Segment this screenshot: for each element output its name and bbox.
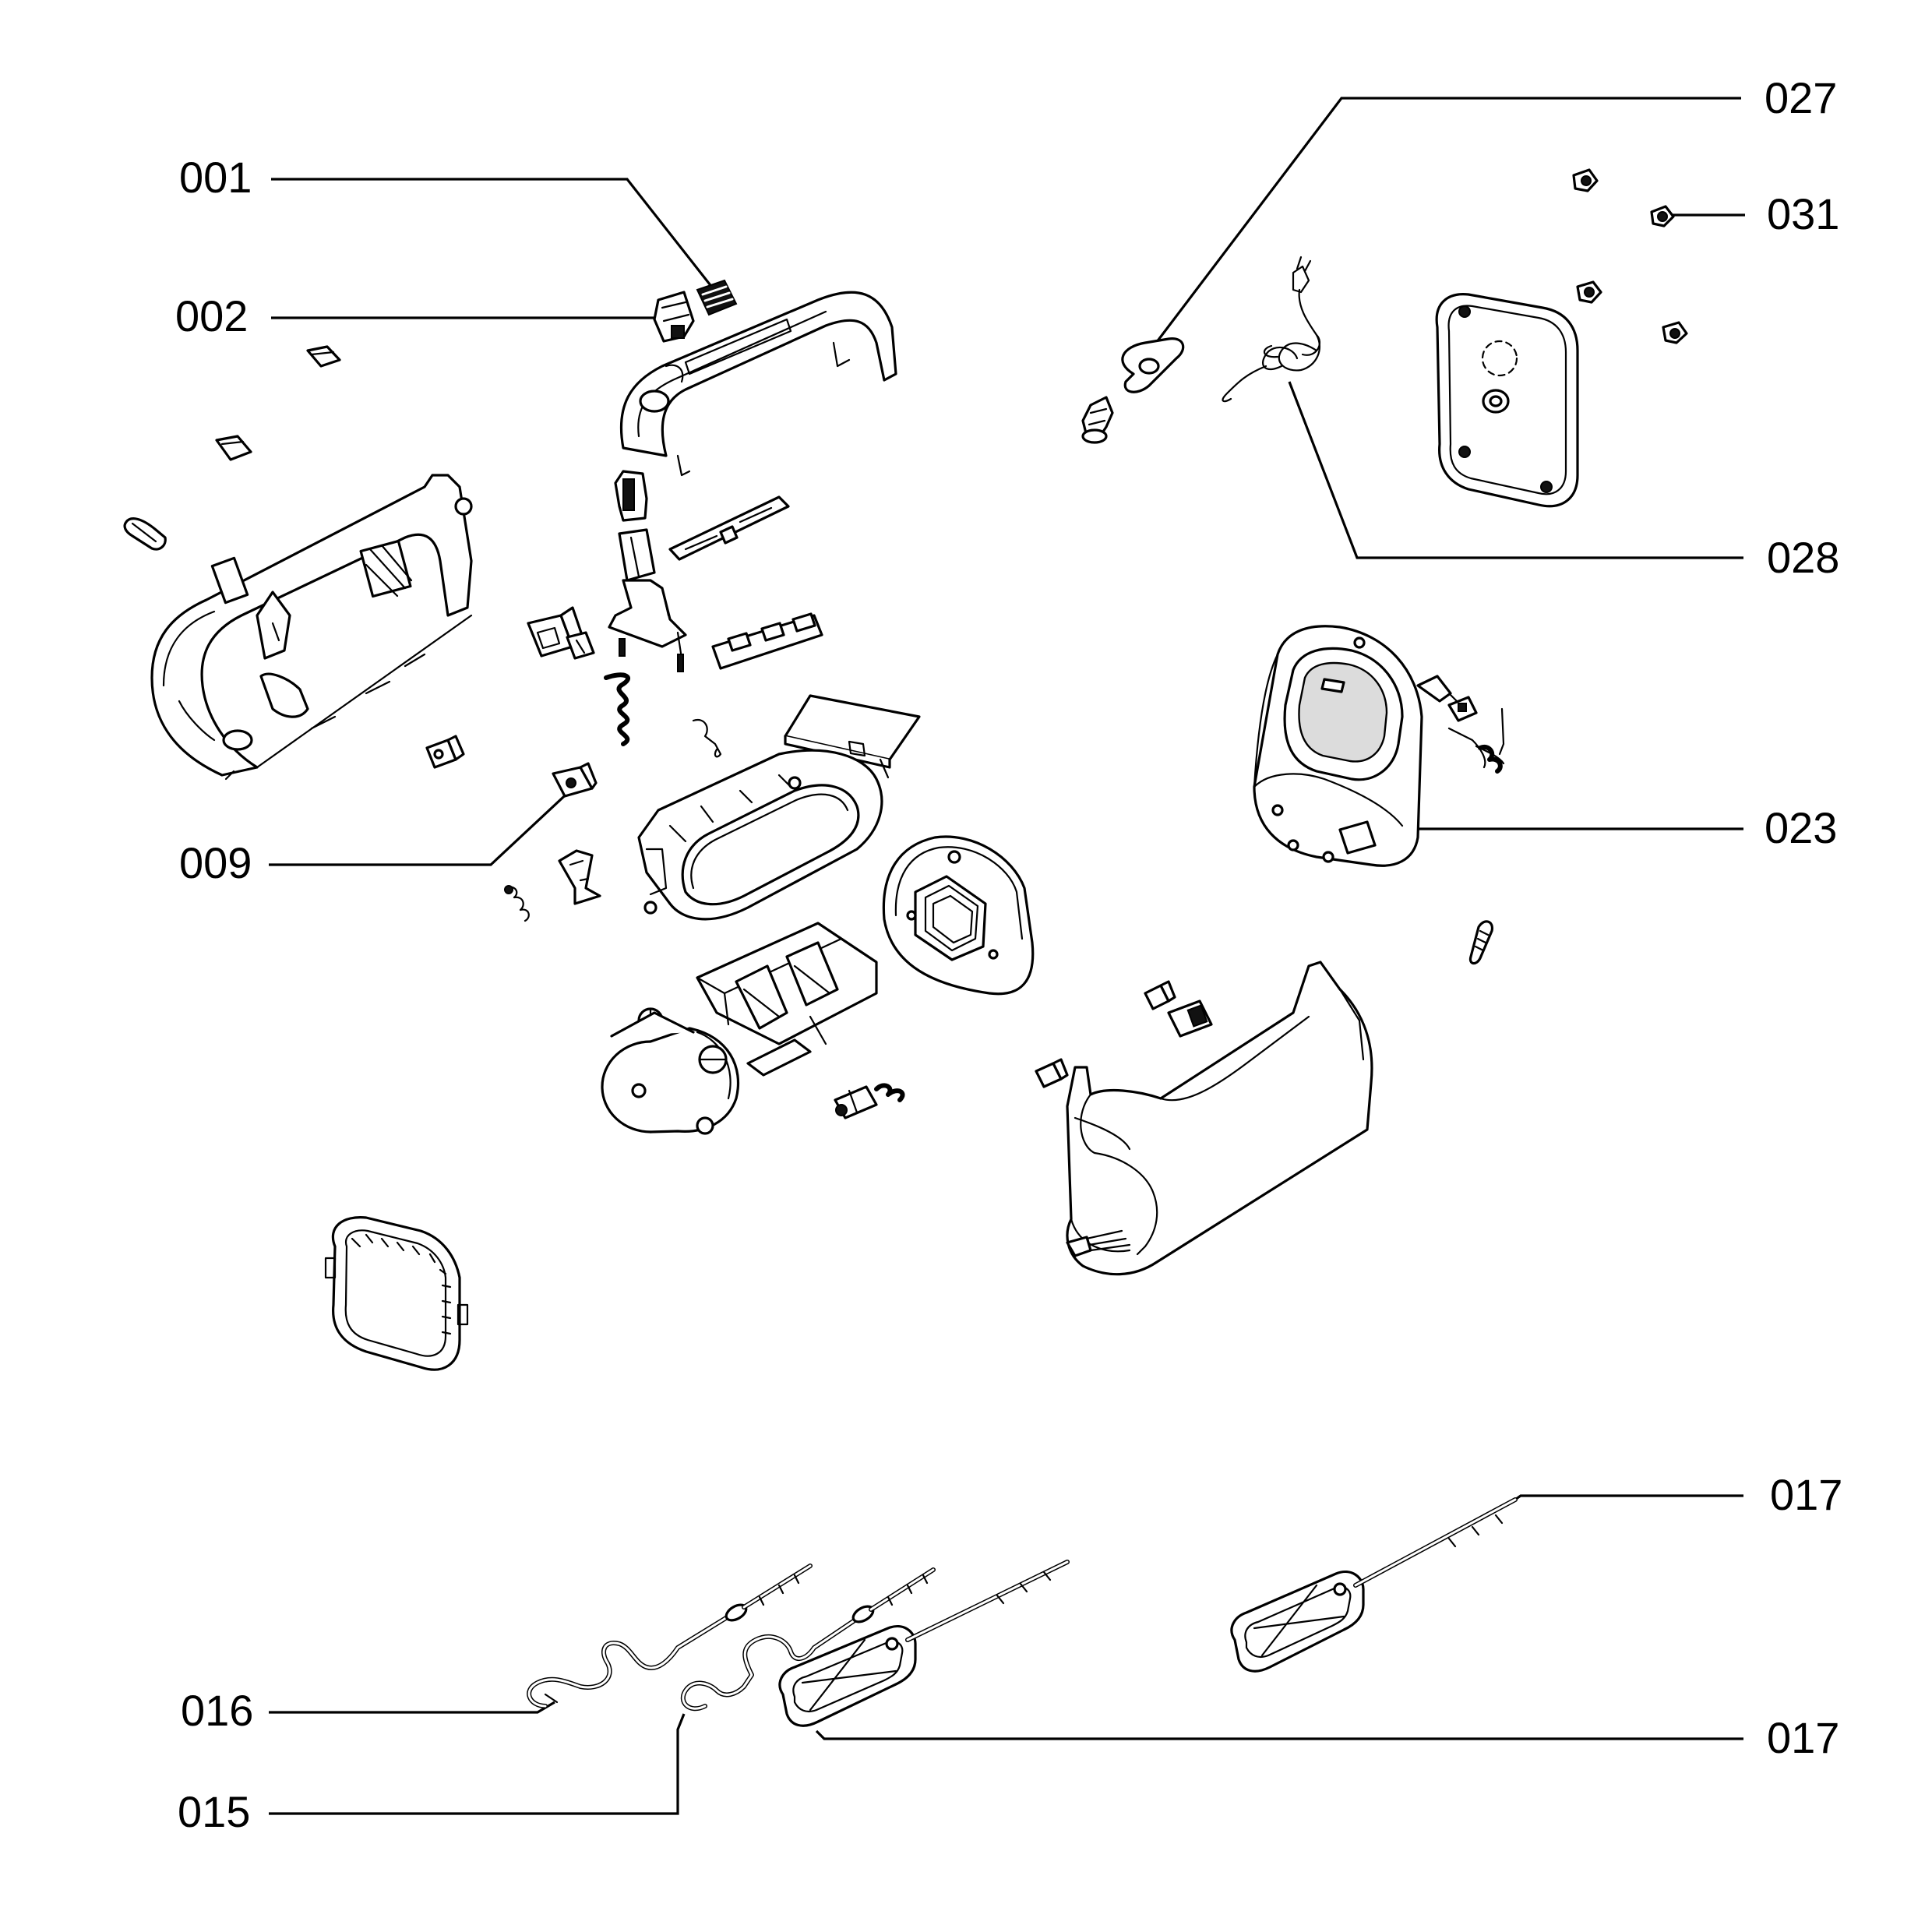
part-left-housing [150, 474, 473, 781]
part-switch-button [653, 291, 695, 343]
callout-009: 009 [179, 838, 252, 887]
part-clip-2 [215, 435, 252, 461]
part-switch-knob [696, 279, 738, 316]
leader-001 [271, 178, 714, 289]
part-028-power-cord [1222, 256, 1321, 403]
callout-027: 027 [1765, 73, 1837, 122]
callout-002: 002 [175, 291, 248, 340]
callout-023: 023 [1765, 803, 1837, 852]
leader-lines [269, 97, 1745, 1815]
leader-009 [269, 787, 574, 866]
part-027-strain-relief [1081, 337, 1185, 444]
part-031-screw-2 [1650, 205, 1675, 227]
callout-labels: 001 002 009 016 015 027 031 028 023 017 … [175, 73, 1842, 1836]
part-017-beater-right [1230, 1497, 1518, 1673]
part-023-rear-cap [1253, 625, 1505, 867]
part-connector-bar [668, 495, 790, 561]
part-rear-plate [1435, 293, 1579, 508]
part-small-cube-left [425, 735, 465, 769]
part-015-dough-hook [680, 1567, 936, 1712]
part-vent-cover [324, 1216, 469, 1371]
callout-017a: 017 [1770, 1470, 1842, 1519]
leader-027 [1150, 97, 1741, 350]
callout-001: 001 [179, 153, 252, 202]
part-handle-top-shell [619, 291, 897, 477]
part-pcb-board [784, 694, 921, 779]
part-drive-screw [834, 1083, 905, 1119]
part-017-beater-lower [778, 1560, 1070, 1727]
callout-017b: 017 [1767, 1713, 1839, 1762]
part-clip-3 [123, 517, 167, 551]
leader-016 [269, 1701, 555, 1714]
part-031-screw-3 [1576, 280, 1602, 304]
part-switch-block [527, 606, 595, 660]
part-middle-frame [637, 749, 883, 921]
leader-017b [815, 1729, 1743, 1740]
part-spring [604, 672, 630, 746]
part-gear-housing [882, 835, 1035, 996]
part-tiny-spring [504, 885, 530, 922]
part-bracket [558, 849, 601, 905]
part-small-cube-2 [1035, 1058, 1069, 1088]
part-motor [601, 922, 878, 1135]
part-clip-1 [306, 345, 341, 368]
part-spring-pin [1468, 920, 1494, 965]
callout-016: 016 [181, 1686, 253, 1735]
part-031-screw-4 [1662, 321, 1688, 344]
callout-015: 015 [178, 1787, 250, 1836]
leader-017a [1512, 1494, 1743, 1503]
part-009-microswitch [552, 762, 598, 798]
callout-031: 031 [1767, 189, 1839, 238]
part-switch-slider [608, 470, 687, 672]
part-terminal-strip [711, 612, 823, 670]
leader-002 [271, 316, 672, 326]
part-capacitor [1167, 999, 1213, 1038]
callout-028: 028 [1767, 533, 1839, 582]
part-031-screw-1 [1572, 168, 1599, 192]
leader-028 [1288, 381, 1743, 559]
part-wire-hook [692, 718, 722, 758]
part-small-cube-1 [1144, 980, 1176, 1010]
part-right-lower-housing [1066, 961, 1373, 1276]
leader-015 [269, 1713, 686, 1815]
part-016-dough-hook [527, 1564, 813, 1708]
